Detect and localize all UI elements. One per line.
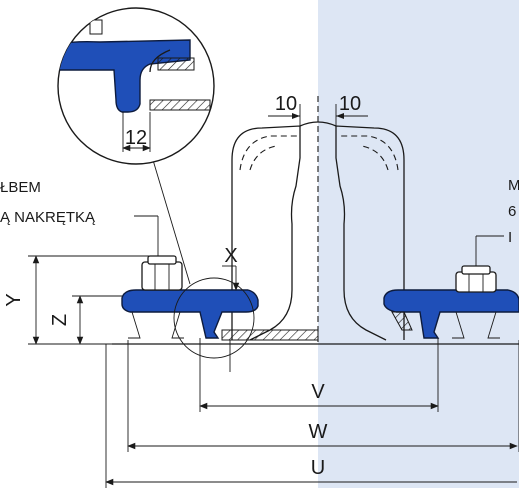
rail-profile (231, 121, 405, 341)
dim-y-group (28, 255, 150, 345)
dim-10-group (268, 104, 368, 126)
dim-x-group (222, 265, 240, 372)
left-note-line2: Ą NAKRĘTKĄ (0, 209, 96, 226)
dim-v-group (199, 338, 439, 412)
detail-dim-12: 12 (125, 127, 147, 149)
detail-source-circle (173, 277, 255, 359)
dim-u: U (311, 457, 325, 479)
right-clamp (383, 265, 519, 339)
detail-leader-line (149, 149, 191, 285)
left-clamp (121, 255, 259, 339)
dim-w-group (127, 340, 519, 452)
detail-magnifier (57, 7, 215, 165)
dim-z-group (72, 295, 122, 345)
dim-u-group (105, 344, 517, 488)
dim-v: V (311, 381, 325, 403)
dim-y: Y (3, 293, 25, 306)
shaded-half-panel (318, 0, 519, 488)
base-plate-hatch (221, 329, 319, 341)
dim-z: Z (49, 314, 71, 326)
right-note-line1: M (508, 177, 519, 194)
dim-w: W (309, 421, 328, 443)
right-note-line3: I (508, 229, 512, 246)
dim-x: X (224, 245, 237, 267)
dim-10-left: 10 (275, 93, 297, 115)
left-note-line1: ŁBEM (0, 179, 41, 196)
right-note-line2: 6 (508, 203, 516, 220)
left-note-leader (134, 215, 159, 256)
dim-10-right: 10 (339, 93, 361, 115)
right-note-leader (475, 235, 504, 266)
